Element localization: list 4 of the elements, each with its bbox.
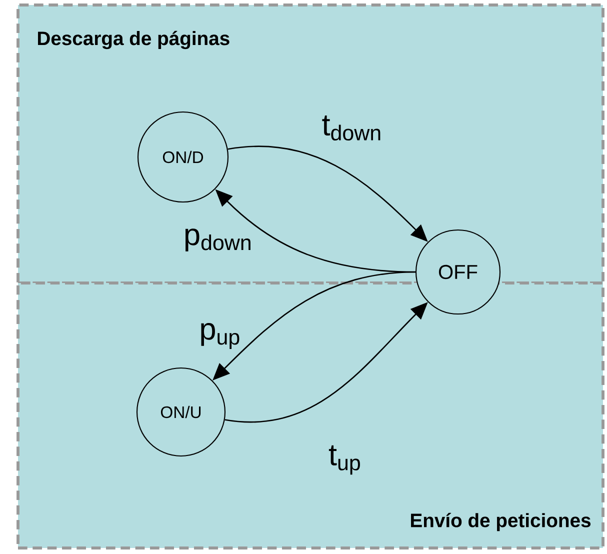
edge-label: t$_{up}$ <box>327 444 363 476</box>
edge-label: p$_{up}$ <box>198 322 242 350</box>
edge-label: t$_{down}$ <box>320 114 384 142</box>
edge-label: p$_{down}$ <box>182 227 254 253</box>
